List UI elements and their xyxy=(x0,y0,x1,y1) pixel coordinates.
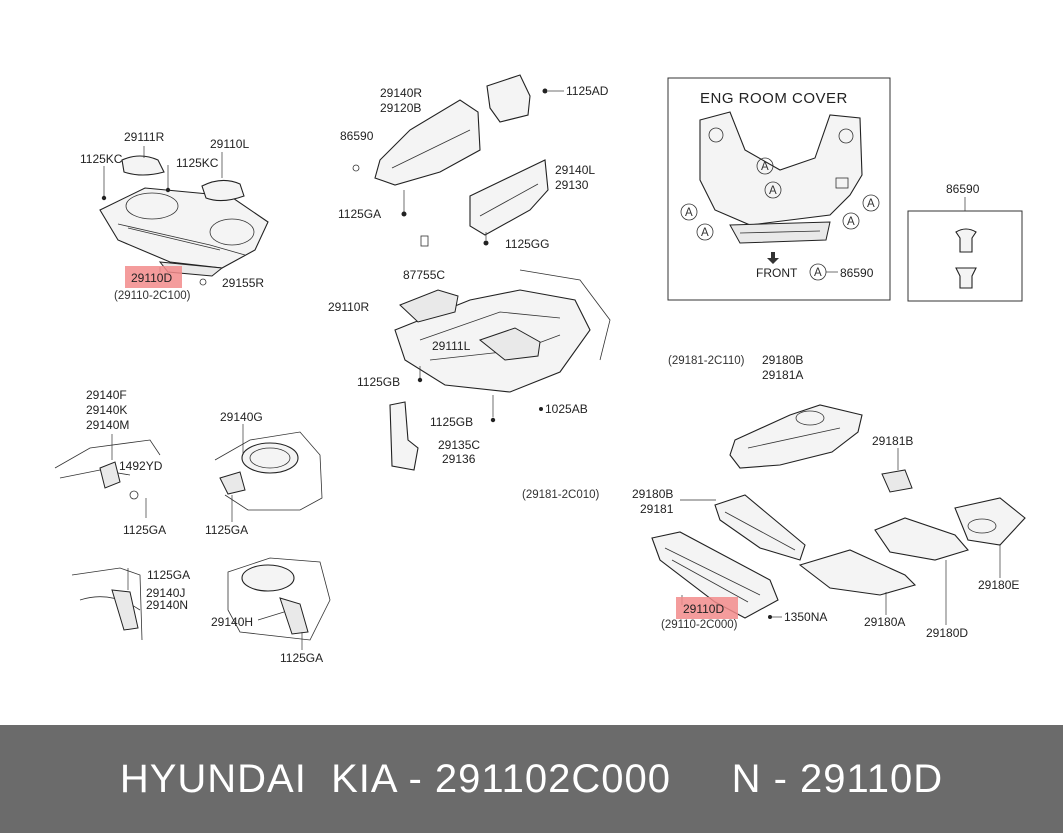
label-1125KC-b: 1125KC xyxy=(176,156,219,170)
label-29140F: 29140F xyxy=(86,388,127,402)
label-29140G: 29140G xyxy=(220,410,263,424)
label-29140J: 29140J xyxy=(146,586,185,600)
highlight-box-29110D-left xyxy=(125,266,182,288)
assembly-subframe xyxy=(389,269,611,471)
label-29180D: 29180D xyxy=(926,626,968,640)
eng-room-cover-title: ENG ROOM COVER xyxy=(700,90,848,107)
label-29180B-b: 29180B xyxy=(632,487,673,501)
label-1125AD: 1125AD xyxy=(566,84,609,98)
label-29111L: 29111L xyxy=(432,339,471,353)
label-29135C: 29135C xyxy=(438,438,480,452)
label-29110D-right: 29110D xyxy=(683,602,724,616)
label-1492YD: 1492YD xyxy=(119,459,163,473)
callout-a-2: A xyxy=(769,185,777,197)
label-29181: 29181 xyxy=(640,502,674,516)
assembly-bracket-details xyxy=(54,424,331,650)
label-29180E: 29180E xyxy=(978,578,1019,592)
clip-86590-box xyxy=(907,197,1023,302)
label-1125GA-b1: 1125GA xyxy=(123,523,166,537)
front-arrow-icon xyxy=(767,252,779,264)
label-86590-clip: 86590 xyxy=(946,182,980,196)
label-1125GG: 1125GG xyxy=(505,237,549,251)
footer-bar: HYUNDAI KIA - 291102C000 N - 29110D xyxy=(0,725,1063,833)
label-29140N: 29140N xyxy=(146,598,188,612)
label-29155R: 29155R xyxy=(222,276,264,290)
label-29181-2C010: (29181-2C010) xyxy=(522,489,600,501)
label-29110-2C000: (29110-2C000) xyxy=(661,619,738,631)
assembly-under-cover-left xyxy=(99,146,269,286)
label-29120B: 29120B xyxy=(380,101,421,115)
callout-a-1: A xyxy=(761,161,769,173)
label-front: FRONT xyxy=(756,266,798,280)
label-29130: 29130 xyxy=(555,178,589,192)
label-1125KC-a: 1125KC xyxy=(80,152,123,166)
label-29110L: 29110L xyxy=(210,137,249,151)
label-29110D-left: 29110D xyxy=(131,271,172,285)
highlight-box-29110D-right xyxy=(676,597,738,619)
label-29110R: 29110R xyxy=(328,300,369,314)
label-1125GB-b: 1125GB xyxy=(430,415,473,429)
label-1125GA-mid: 1125GA xyxy=(338,207,381,221)
label-29180B-a: 29180B xyxy=(762,353,803,367)
exploded-parts-diagram: 29111R 29110L 1125KC 1125KC 29110D (2911… xyxy=(54,74,1026,665)
label-1125GB-a: 1125GB xyxy=(357,375,400,389)
label-29110-2C100: (29110-2C100) xyxy=(114,290,191,302)
label-1125GA-b2: 1125GA xyxy=(205,523,248,537)
label-29111R: 29111R xyxy=(124,130,165,144)
callout-a-4: A xyxy=(701,227,709,239)
callout-a-6: A xyxy=(847,216,855,228)
label-29140R: 29140R xyxy=(380,86,422,100)
label-29180A: 29180A xyxy=(864,615,905,629)
callout-a-5: A xyxy=(867,198,875,210)
callout-a-7: A xyxy=(814,267,822,279)
eng-room-cover-box: A A A A A A A xyxy=(667,77,891,301)
label-1125GA-b4: 1125GA xyxy=(280,651,323,665)
label-29136: 29136 xyxy=(442,452,476,466)
label-29140L: 29140L xyxy=(555,163,595,177)
label-1350NA: 1350NA xyxy=(784,610,827,624)
label-29181-2C110: (29181-2C110) xyxy=(668,355,745,367)
label-1025AB: 1025AB xyxy=(545,402,588,416)
callout-a-3: A xyxy=(685,207,693,219)
label-29181A: 29181A xyxy=(762,368,803,382)
label-29140M: 29140M xyxy=(86,418,129,432)
label-87755C: 87755C xyxy=(403,268,445,282)
label-29140K: 29140K xyxy=(86,403,127,417)
part-number-text: HYUNDAI KIA - 291102C000 N - 29110D xyxy=(119,756,944,801)
callout-a-group: A A A A A A A xyxy=(680,157,880,281)
label-29140H: 29140H xyxy=(211,615,253,629)
label-86590-mid: 86590 xyxy=(340,129,374,143)
label-29181B: 29181B xyxy=(872,434,913,448)
assembly-lower-covers xyxy=(651,404,1026,625)
label-86590-box: 86590 xyxy=(840,266,874,280)
assembly-splash-shields xyxy=(352,74,564,247)
label-1125GA-b3: 1125GA xyxy=(147,568,190,582)
